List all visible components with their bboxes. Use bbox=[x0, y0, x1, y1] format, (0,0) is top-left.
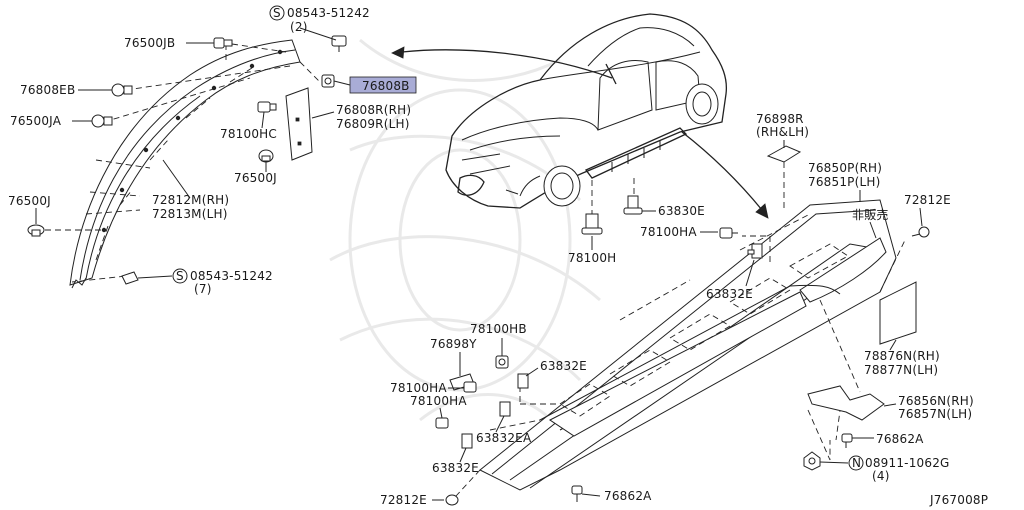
watermark bbox=[329, 38, 601, 431]
nut-prefix: N bbox=[852, 456, 861, 470]
label-76898R: 76898R bbox=[756, 112, 804, 126]
clip-63832E-top bbox=[747, 243, 763, 259]
moulding-tab-marks bbox=[101, 49, 283, 233]
label-76862A-bottom: 76862A bbox=[604, 489, 652, 503]
arrow-to-sill bbox=[681, 131, 769, 219]
label-76851P: 76851P(LH) bbox=[808, 175, 880, 189]
clip-78100HC bbox=[257, 101, 277, 113]
label-76500J-mid: 76500J bbox=[234, 171, 277, 185]
screw-bottom bbox=[121, 271, 139, 285]
label-63832E-top: 63832E bbox=[706, 287, 753, 301]
clip-76500J-left bbox=[27, 224, 45, 237]
label-63832E-mid: 63832E bbox=[540, 359, 587, 373]
cover-78876N bbox=[879, 281, 917, 345]
screw-72812E-bottom bbox=[445, 494, 459, 506]
label-76862A-right: 76862A bbox=[876, 432, 924, 446]
label-72812E-bottom: 72812E bbox=[380, 493, 427, 507]
label-76500JB: 76500JB bbox=[124, 36, 175, 50]
label-nut-qty: (4) bbox=[872, 469, 890, 483]
label-72812E-right: 72812E bbox=[904, 193, 951, 207]
clip-76808B bbox=[321, 74, 335, 88]
bolt-76862A-bottom bbox=[571, 485, 583, 502]
label-76898Y: 76898Y bbox=[430, 337, 477, 351]
label-78100HA-mid: 78100HA bbox=[390, 381, 447, 395]
label-63832E-low: 63832E bbox=[432, 461, 479, 475]
clip-63830E bbox=[623, 195, 643, 215]
screw-72812E-right bbox=[911, 226, 930, 238]
nut-08911 bbox=[803, 451, 821, 471]
label-76850P: 76850P(RH) bbox=[808, 161, 882, 175]
splash-guard-76808R bbox=[285, 87, 313, 161]
label-76856N: 76856N(RH) bbox=[898, 394, 974, 408]
wheel-arch-moulding bbox=[69, 39, 301, 286]
label-72812M: 72812M(RH) bbox=[152, 193, 229, 207]
label-78100HB: 78100HB bbox=[470, 322, 527, 336]
label-63832EA: 63832EA bbox=[476, 431, 532, 445]
label-78100H: 78100H bbox=[568, 251, 616, 265]
label-screw-top: 08543-51242 bbox=[287, 6, 370, 20]
clip-78100HB bbox=[495, 355, 509, 369]
screw-top-prefix: S bbox=[273, 6, 281, 20]
diagram-id: J767008P bbox=[929, 493, 988, 507]
label-76808R: 76808R(RH) bbox=[336, 103, 411, 117]
label-76500J-left: 76500J bbox=[8, 194, 51, 208]
screw-bottom-prefix: S bbox=[176, 269, 184, 283]
clip-78100HA-low bbox=[435, 417, 449, 429]
label-not-for-sale: 非販売 bbox=[852, 207, 889, 222]
label-63830E: 63830E bbox=[658, 204, 705, 218]
side-sill-assembly bbox=[455, 199, 907, 497]
fender-moulding-assembly bbox=[45, 39, 321, 289]
clip-78100H bbox=[581, 213, 603, 235]
label-screw-bottom: 08543-51242 bbox=[190, 269, 273, 283]
label-78876N: 78876N(RH) bbox=[864, 349, 940, 363]
label-78100HC: 78100HC bbox=[220, 127, 277, 141]
label-nut: 08911-1062G bbox=[865, 456, 950, 470]
side-sill-panel bbox=[479, 199, 897, 491]
bolt-76862A-right bbox=[841, 433, 853, 448]
bracket-76856N bbox=[807, 385, 885, 421]
clip-76500JA bbox=[91, 114, 113, 128]
clip-63832E-low bbox=[461, 433, 473, 449]
arrow-to-moulding bbox=[391, 46, 613, 79]
label-78100HA-top: 78100HA bbox=[640, 225, 697, 239]
label-76808B: 76808B bbox=[362, 79, 410, 93]
clip-76500J-mid bbox=[258, 149, 274, 163]
label-screw-top-qty: (2) bbox=[290, 20, 308, 34]
label-76500JA: 76500JA bbox=[10, 114, 62, 128]
clip-78100HA-top bbox=[719, 227, 738, 239]
clip-76500JB bbox=[213, 37, 233, 49]
label-76808EB: 76808EB bbox=[20, 83, 75, 97]
car-illustration bbox=[445, 13, 728, 209]
label-72813M: 72813M(LH) bbox=[152, 207, 228, 221]
label-76857N: 76857N(LH) bbox=[898, 407, 972, 421]
clip-76898R bbox=[766, 145, 802, 163]
screw-top bbox=[331, 35, 347, 52]
clip-76808EB bbox=[111, 83, 133, 97]
label-76809R: 76809R(LH) bbox=[336, 117, 410, 131]
label-screw-bottom-qty: (7) bbox=[194, 282, 212, 296]
label-76898R-side: (RH&LH) bbox=[756, 125, 809, 139]
label-78100HA-low: 78100HA bbox=[410, 394, 467, 408]
clip-63832EA bbox=[499, 401, 511, 417]
clip-78100HA-mid bbox=[463, 381, 477, 393]
label-78877N: 78877N(LH) bbox=[864, 363, 938, 377]
clip-63832E-mid bbox=[517, 373, 529, 389]
